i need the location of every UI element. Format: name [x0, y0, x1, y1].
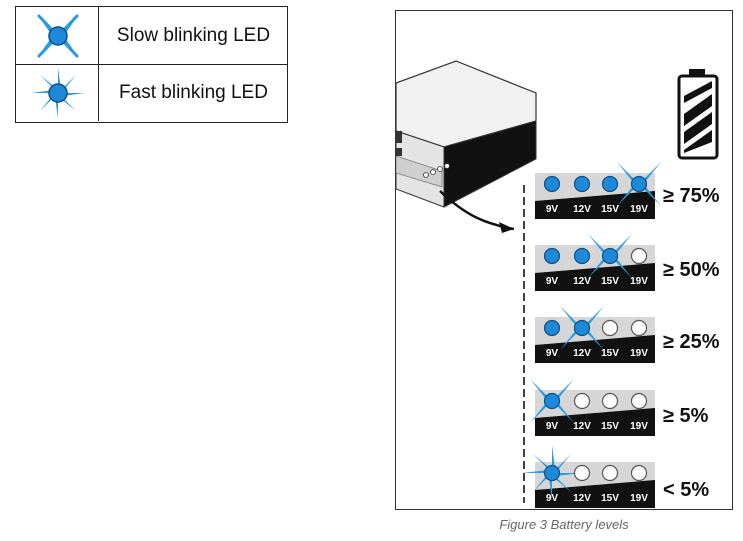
legend-row-slow: Slow blinking LED: [16, 7, 287, 65]
led-strip: [535, 234, 655, 291]
voltage-label: 12V: [573, 276, 591, 287]
level-label-50: ≥ 50%: [663, 259, 720, 281]
voltage-label: 19V: [630, 276, 648, 287]
led-off: [630, 247, 648, 265]
level-label-under-5: < 5%: [663, 479, 710, 501]
voltage-label: 19V: [630, 493, 648, 504]
blink-ray: [533, 454, 571, 492]
voltage-label: 19V: [630, 204, 648, 215]
voltage-label: 9V: [545, 276, 559, 287]
battery-icon: [677, 69, 719, 160]
level-label-25: ≥ 25%: [663, 331, 720, 353]
led-off: [601, 319, 619, 337]
voltage-label: 9V: [545, 204, 559, 215]
led-off: [601, 392, 619, 410]
power-bank-device-image: [396, 60, 537, 233]
strip-dark-band: [535, 408, 655, 436]
led-on: [601, 175, 619, 193]
voltage-label: 9V: [545, 493, 559, 504]
led-on: [543, 464, 561, 482]
legend-row-fast: Fast blinking LED: [16, 64, 287, 121]
led-on: [543, 247, 561, 265]
slow-blink-star-icon: [37, 14, 79, 58]
voltage-label: 12V: [573, 204, 591, 215]
led-on: [573, 319, 591, 337]
led-off: [573, 392, 591, 410]
voltage-label: 9V: [545, 421, 559, 432]
led-on: [543, 392, 561, 410]
voltage-label: 12V: [573, 493, 591, 504]
level-label-5: ≥ 5%: [663, 405, 709, 427]
blink-ray: [617, 162, 661, 206]
voltage-label: 15V: [601, 348, 619, 359]
level-label-75: ≥ 75%: [663, 185, 720, 207]
legend-icon-cell: [16, 64, 99, 121]
led-on: [543, 175, 561, 193]
led-strip: [535, 162, 661, 219]
voltage-label: 12V: [573, 421, 591, 432]
led-off: [601, 464, 619, 482]
led-on: [573, 247, 591, 265]
voltage-label: 15V: [601, 421, 619, 432]
slow-blink-label: Slow blinking LED: [116, 24, 271, 46]
led-off: [630, 319, 648, 337]
voltage-label: 15V: [601, 493, 619, 504]
fast-blink-label: Fast blinking LED: [119, 81, 268, 103]
blink-ray: [560, 306, 604, 350]
voltage-label: 15V: [601, 204, 619, 215]
led-off: [630, 392, 648, 410]
led-legend-table: Slow blinking LED Fast blinking LED: [15, 6, 288, 123]
led-off: [630, 464, 648, 482]
voltage-label: 19V: [630, 348, 648, 359]
led-on: [573, 175, 591, 193]
strip-dark-band: [535, 335, 655, 363]
legend-icon-cell: [16, 7, 99, 64]
blink-ray: [522, 445, 582, 501]
fast-blink-star-icon: [31, 68, 85, 118]
led-on: [601, 247, 619, 265]
battery-figure-art: [396, 60, 719, 508]
voltage-label: 15V: [601, 276, 619, 287]
blink-ray: [588, 234, 632, 278]
led-off: [573, 464, 591, 482]
voltage-label: 19V: [630, 421, 648, 432]
blink-ray: [530, 379, 574, 423]
voltage-label: 12V: [573, 348, 591, 359]
led-strip: [535, 306, 655, 363]
strip-dark-band: [535, 480, 655, 508]
voltage-label: 9V: [545, 348, 559, 359]
led-strip: [522, 445, 655, 508]
led-on: [630, 175, 648, 193]
led-strip: [530, 379, 655, 436]
led-on: [543, 319, 561, 337]
battery-levels-figure: ≥ 75% ≥ 50% ≥ 25% ≥ 5% < 5% 9V 12V 15V 1…: [395, 10, 733, 510]
figure-caption: Figure 3 Battery levels: [499, 517, 629, 532]
